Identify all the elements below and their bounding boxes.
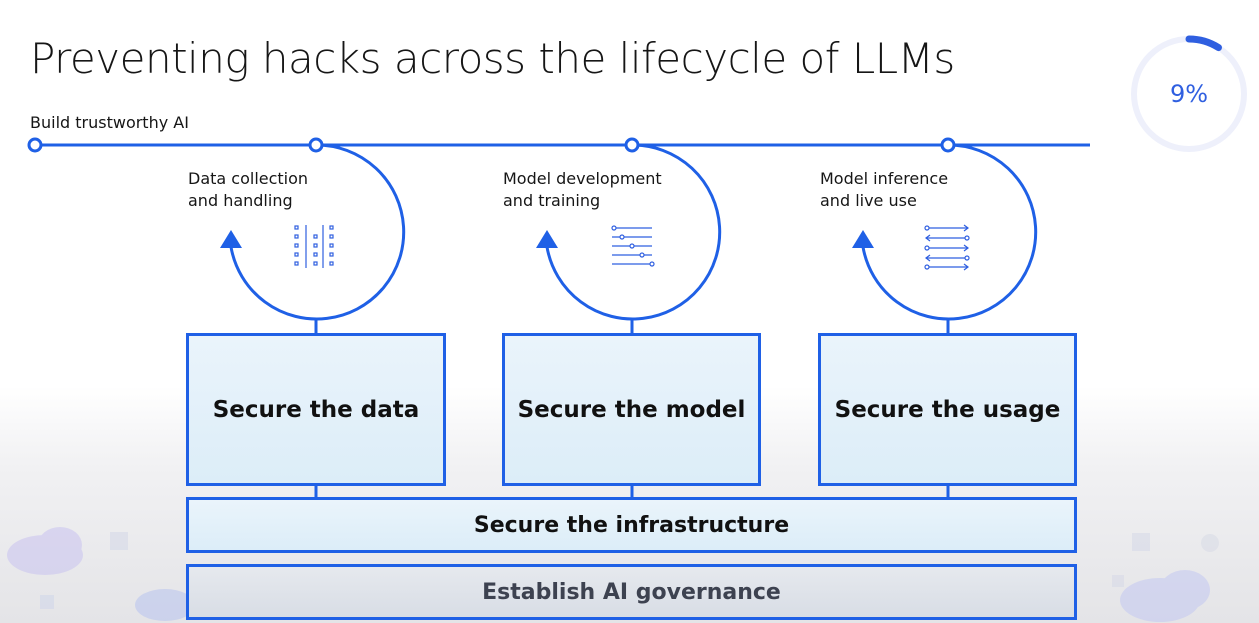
stage-label-line: and training bbox=[503, 191, 601, 210]
page-title: Preventing hacks across the lifecycle of… bbox=[30, 34, 955, 83]
secure-model-box: Secure the model bbox=[502, 333, 761, 486]
secure-data-box: Secure the data bbox=[186, 333, 446, 486]
stage-label-line: and handling bbox=[188, 191, 293, 210]
usage-timeline-node bbox=[940, 137, 956, 153]
decorative-cloud-left bbox=[7, 527, 195, 621]
bidirectional-arrows-icon bbox=[924, 224, 970, 271]
sliders-icon bbox=[611, 225, 655, 267]
progress-percent: 9% bbox=[1169, 80, 1209, 108]
stage-label-line: and live use bbox=[820, 191, 917, 210]
data-grid-icon bbox=[294, 225, 334, 268]
model-loop-arrow bbox=[545, 143, 722, 321]
progress-indicator: 9% bbox=[1127, 32, 1251, 156]
data-timeline-node bbox=[308, 137, 324, 153]
model-timeline-node bbox=[624, 137, 640, 153]
stage-label-line: Model inference bbox=[820, 169, 949, 188]
usage-loop-arrow bbox=[861, 143, 1038, 321]
secure-infrastructure-bar: Secure the infrastructure bbox=[186, 497, 1077, 553]
timeline-start-node bbox=[27, 137, 43, 153]
data-loop-arrowhead bbox=[220, 230, 242, 248]
progress-arc bbox=[1130, 35, 1248, 153]
stage-label-line: Model development bbox=[503, 169, 662, 188]
stage-label-data: Data collection and handling bbox=[188, 168, 308, 212]
secure-usage-box: Secure the usage bbox=[818, 333, 1077, 486]
stage-label-model: Model development and training bbox=[503, 168, 662, 212]
ai-governance-bar: Establish AI governance bbox=[186, 564, 1077, 620]
data-loop-arrow bbox=[229, 143, 406, 321]
stage-label-usage: Model inference and live use bbox=[820, 168, 948, 212]
usage-loop-arrowhead bbox=[852, 230, 874, 248]
progress-ring bbox=[1130, 35, 1248, 153]
timeline-label: Build trustworthy AI bbox=[30, 113, 189, 132]
model-loop-arrowhead bbox=[536, 230, 558, 248]
decorative-cloud-right bbox=[1112, 533, 1219, 622]
stage-label-line: Data collection bbox=[188, 169, 309, 188]
